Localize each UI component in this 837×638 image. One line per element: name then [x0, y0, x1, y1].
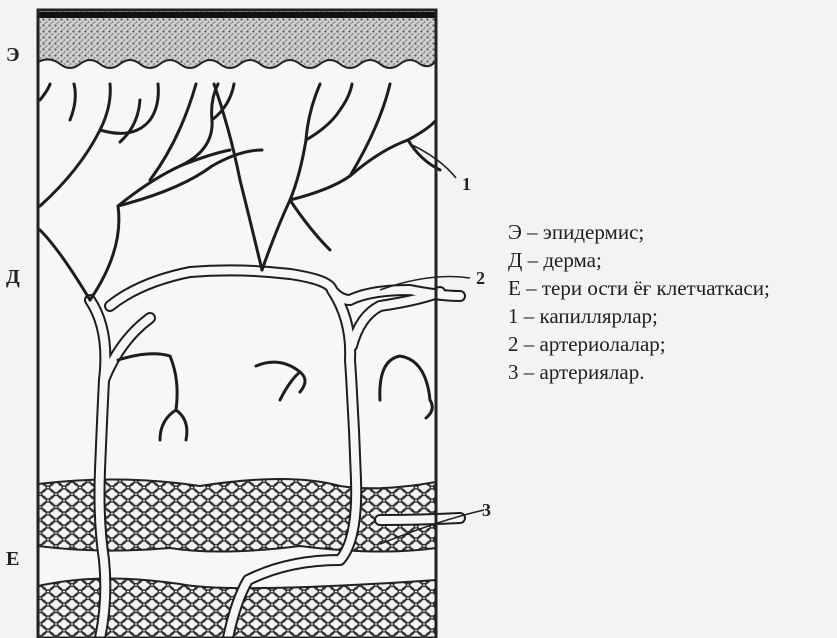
label-dermis: Д	[6, 266, 20, 289]
legend-item-arteries: 3 – артериялар.	[508, 358, 770, 386]
legend: Э – эпидермис; Д – дерма; Е – тери ости …	[508, 218, 770, 386]
legend-item-capillaries: 1 – капиллярлар;	[508, 302, 770, 330]
legend-item-epidermis: Э – эпидермис;	[508, 218, 770, 246]
label-hypodermis: Е	[6, 548, 19, 571]
legend-item-dermis: Д – дерма;	[508, 246, 770, 274]
legend-item-arterioles: 2 – артериолалар;	[508, 330, 770, 358]
callout-3: 3	[482, 500, 491, 520]
epidermis-layer	[38, 10, 436, 68]
callout-2: 2	[476, 268, 485, 288]
legend-item-hypodermis: Е – тери ости ёғ клетчаткаси;	[508, 274, 770, 302]
callout-1: 1	[462, 174, 471, 194]
label-epidermis: Э	[6, 44, 20, 67]
